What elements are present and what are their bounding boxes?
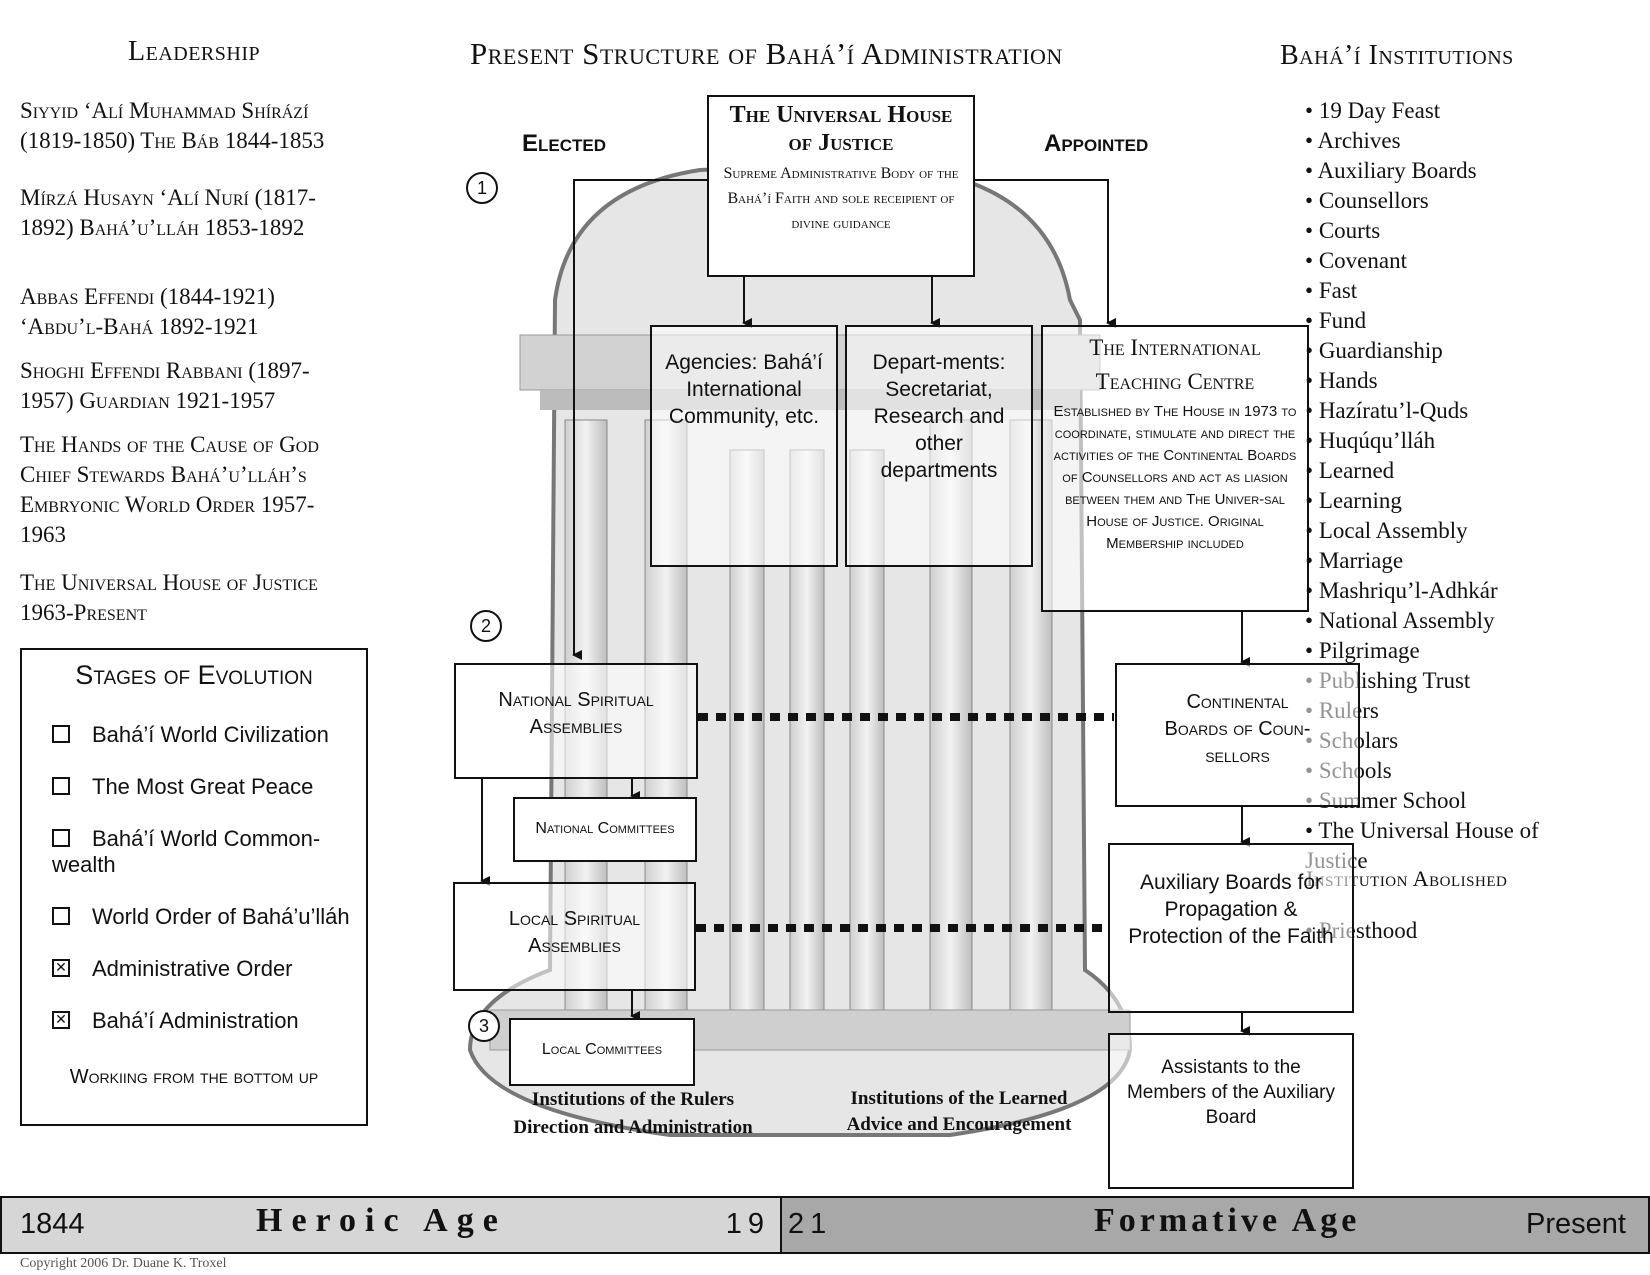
stage-item: The Most Great Peace xyxy=(52,774,313,800)
institution-item: • National Assembly xyxy=(1305,608,1495,633)
universal-house-of-justice-box: The Universal House of Justice Supreme A… xyxy=(707,95,975,277)
stages-panel: Stages of Evolution Bahá’í World Civiliz… xyxy=(20,648,368,1126)
auxiliary-boards-box: Auxiliary Boards for Propagation & Prote… xyxy=(1108,843,1354,1013)
institution-item: • Hands xyxy=(1305,368,1378,393)
continental-boards-box: Continental Boards of Coun-sellors xyxy=(1115,663,1360,807)
leadership-entry: The Hands of the Cause of God Chief Stew… xyxy=(20,432,319,547)
rulers-caption: Institutions of the Rulers Direction and… xyxy=(513,1089,753,1138)
checkbox-icon xyxy=(52,829,70,848)
institution-item: • Marriage xyxy=(1305,548,1404,573)
timeline-formative: 21 Formative Age Present xyxy=(780,1196,1650,1254)
leadership-heading: Leadership xyxy=(128,36,261,67)
marker-3: 3 xyxy=(468,1010,500,1042)
elected-label: Elected xyxy=(522,130,607,157)
timeline-heroic: 1844 Heroic Age 19 xyxy=(0,1196,782,1254)
institution-item: • 19 Day Feast xyxy=(1305,98,1441,123)
institution-item: • Covenant xyxy=(1305,248,1407,273)
timeline-start: 1844 xyxy=(20,1208,85,1240)
agencies-box: Agencies: Bahá’í International Community… xyxy=(650,325,838,567)
leadership-entry: The Universal House of Justice 1963-Pres… xyxy=(20,570,318,625)
checked-box-icon: ✕ xyxy=(52,959,70,978)
institution-item: • Mashriqu’l-Adhkár xyxy=(1305,578,1498,603)
leadership-entry: Shoghi Effendi Rabbani (1897-1957) Guard… xyxy=(20,358,310,413)
national-spiritual-assemblies-box: National Spiritual Assemblies xyxy=(454,663,698,779)
checkbox-icon xyxy=(52,777,70,796)
stage-item: ✕Administrative Order xyxy=(52,956,293,982)
stage-item: ✕Bahá’í Administration xyxy=(52,1008,299,1034)
checked-box-icon: ✕ xyxy=(52,1011,70,1030)
national-committees-box: National Committees xyxy=(513,797,697,862)
institution-item: • Fund xyxy=(1305,308,1367,333)
stage-item: Bahá’í World Civilization xyxy=(52,722,329,748)
stages-heading: Stages of Evolution xyxy=(75,660,313,690)
formative-age-label: Formative Age xyxy=(1094,1202,1361,1239)
timeline-mid-left: 19 xyxy=(725,1208,770,1240)
institution-item: • Archives xyxy=(1305,128,1401,153)
stages-footer: Workiing from the bottom up xyxy=(69,1066,319,1088)
uhj-title: The Universal House of Justice xyxy=(729,102,953,156)
institution-item: • Counsellors xyxy=(1305,188,1429,213)
institution-item: • Local Assembly xyxy=(1305,518,1468,543)
institution-item: • Hazíratu’l-Quds xyxy=(1305,398,1469,423)
institution-item: • Pilgrimage xyxy=(1305,638,1420,663)
international-teaching-centre-box: The International Teaching Centre Establ… xyxy=(1041,325,1309,612)
institution-item: • Huqúqu’lláh xyxy=(1305,428,1436,453)
institution-item: • Auxiliary Boards xyxy=(1305,158,1477,183)
marker-2: 2 xyxy=(470,610,502,642)
timeline-mid-right: 21 xyxy=(788,1208,833,1240)
timeline-end: Present xyxy=(1526,1208,1626,1240)
institution-item: • Courts xyxy=(1305,218,1381,243)
institution-item: • Guardianship xyxy=(1305,338,1443,363)
institution-item: • Learned xyxy=(1305,458,1395,483)
stage-item: Bahá’í World Common-wealth xyxy=(52,826,321,877)
departments-box: Depart-ments: Secretariat, Research and … xyxy=(845,325,1033,567)
marker-1: 1 xyxy=(466,172,498,204)
leadership-entry: Abbas Effendi (1844-1921) ‘Abdu’l-Bahá 1… xyxy=(20,284,275,339)
institutions-heading: Bahá’í Institutions xyxy=(1280,40,1514,71)
itc-description: Established by The House in 1973 to coor… xyxy=(1053,403,1297,552)
institution-item: • Fast xyxy=(1305,278,1358,303)
heroic-age-label: Heroic Age xyxy=(256,1202,507,1239)
appointed-label: Appointed xyxy=(1044,130,1149,157)
leadership-entry: Mírzá Husayn ‘Alí Nurí (1817-1892) Bahá’… xyxy=(20,185,316,240)
local-spiritual-assemblies-box: Local Spiritual Assemblies xyxy=(453,882,696,991)
stage-item: World Order of Bahá’u’lláh xyxy=(52,904,350,930)
checkbox-icon xyxy=(52,907,70,926)
itc-title: The International Teaching Centre xyxy=(1089,335,1261,394)
learned-caption: Institutions of the Learned Advice and E… xyxy=(846,1088,1072,1135)
assistants-box: Assistants to the Members of the Auxilia… xyxy=(1108,1033,1354,1189)
page-title: Present Structure of Bahá’í Administrati… xyxy=(470,36,1063,71)
uhj-description: Supreme Administrative Body of the Bahá’… xyxy=(723,165,959,232)
leadership-entry: Siyyid ‘Alí Muhammad Shírází (1819-1850)… xyxy=(20,98,325,153)
institution-item: • Learning xyxy=(1305,488,1402,513)
copyright: Copyright 2006 Dr. Duane K. Troxel xyxy=(20,1256,227,1271)
local-committees-box: Local Committees xyxy=(509,1018,695,1086)
checkbox-icon xyxy=(52,725,70,744)
